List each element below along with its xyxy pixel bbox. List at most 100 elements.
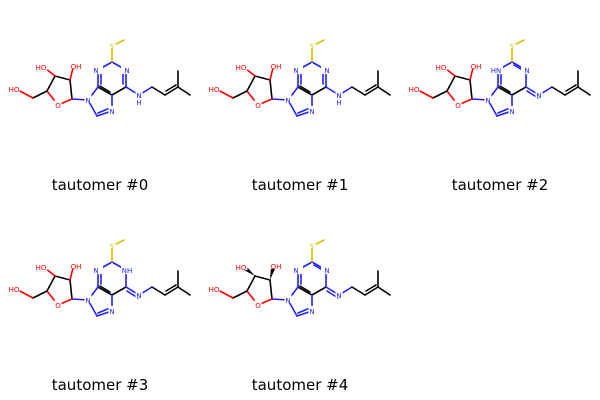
atom-label-s: S — [310, 243, 315, 251]
atom-label-background — [436, 62, 448, 70]
atom-label-background — [284, 95, 292, 103]
atom-label-n7: N — [309, 308, 314, 316]
atom-label-nh-h: H — [136, 99, 141, 107]
atom-label-oh-2: OH — [71, 63, 82, 71]
atom-label-background — [508, 41, 516, 49]
double-bond-c5-c4-inner — [299, 85, 311, 93]
atom-label-background — [284, 295, 292, 303]
atom-label-o-ring: O — [55, 102, 61, 110]
bond-ca-cb — [351, 86, 366, 96]
atom-label-oh-2: OH — [471, 63, 482, 71]
double-bond-c5-c4-inner — [99, 285, 111, 293]
bond-cc-ce — [177, 86, 191, 96]
atom-label-background — [8, 284, 20, 292]
atom-label-background — [454, 100, 462, 108]
bond-r5-o5 — [17, 89, 34, 99]
atom-label-n7: N — [109, 308, 114, 316]
tautomer-caption-2: tautomer #2 — [451, 176, 549, 194]
bond-r5-o5 — [217, 89, 234, 99]
atom-label-background — [36, 262, 48, 270]
atom-label-oh-3: HO — [36, 64, 47, 72]
atom-label-n1: N — [124, 67, 129, 75]
bond-r5-o5 — [417, 89, 434, 99]
atom-label-background — [535, 90, 543, 98]
atom-label-ho-5: HO — [209, 286, 220, 294]
atom-label-background — [469, 61, 481, 69]
bond-r5-o5 — [17, 289, 34, 299]
atom-label-background — [84, 95, 92, 103]
double-bond-c5-c4-inner — [299, 285, 311, 293]
double-bond-c5-c4-inner — [99, 85, 111, 93]
atom-label-n-exocyclic: N — [136, 292, 141, 300]
bond-r2-r3 — [454, 75, 471, 81]
bond-ca-cb — [151, 286, 166, 296]
atom-label-background — [291, 66, 303, 74]
atom-label-background — [121, 66, 131, 74]
atom-label-background — [8, 84, 20, 92]
atom-label-n3: N — [93, 67, 98, 75]
atom-label-background — [254, 300, 262, 308]
double-bond-n7-c8 — [97, 107, 111, 114]
bond-r2-oh — [269, 67, 274, 81]
atom-label-n9: N — [485, 97, 490, 105]
bond-r4-r5 — [32, 90, 48, 99]
atom-label-background — [321, 66, 331, 74]
atom-label-background — [484, 95, 492, 103]
atom-label-background — [291, 266, 303, 274]
atom-label-n-exocyclic: N — [336, 92, 341, 100]
atom-label-background — [84, 295, 92, 303]
bond-r3-r4 — [246, 75, 256, 92]
atom-label-n1: NH — [122, 267, 133, 275]
wedge-r2-oh — [270, 267, 276, 280]
double-bond-cb-cc — [365, 84, 377, 92]
double-bond-n7-c8 — [297, 307, 311, 314]
atom-label-background — [236, 262, 248, 270]
atom-label-background — [135, 290, 143, 298]
atom-label-oh-2: OH — [271, 63, 282, 71]
bond-r1-r2 — [269, 279, 273, 300]
atom-label-background — [208, 284, 220, 292]
tautomer-caption-1: tautomer #1 — [251, 176, 349, 194]
atom-label-background — [135, 90, 143, 98]
atom-label-background — [508, 106, 516, 114]
atom-label-background — [308, 41, 316, 49]
atom-label-background — [335, 90, 343, 98]
bond-cb-cc — [564, 86, 579, 96]
atom-label-n-exocyclic: N — [136, 92, 141, 100]
bond-r2-r3 — [254, 75, 271, 81]
atom-label-background — [91, 266, 103, 274]
bond-cb-cc — [164, 86, 179, 96]
atom-label-background — [254, 100, 262, 108]
double-bond-n7-c8 — [497, 107, 511, 114]
atom-label-background — [269, 261, 281, 269]
atom-label-s: S — [110, 243, 115, 251]
bond-r2-oh — [69, 67, 74, 81]
atom-label-n3: N — [293, 67, 298, 75]
atom-label-n1: N — [524, 67, 529, 75]
double-bond-cb-cc — [165, 284, 177, 292]
bond-r2-oh — [469, 67, 474, 81]
atom-label-n-exocyclic: N — [536, 92, 541, 100]
bond-r1-r2 — [469, 79, 473, 100]
double-bond-c5-c4-inner — [499, 85, 511, 93]
atom-label-background — [521, 66, 531, 74]
bond-c6-c5 — [311, 86, 327, 96]
atom-label-oh-3: HO — [236, 64, 247, 72]
atom-label-s: S — [310, 43, 315, 51]
atom-label-background — [36, 62, 48, 70]
atom-label-oh-3: HO — [36, 264, 47, 272]
atom-label-background — [236, 62, 248, 70]
bond-c6-c5 — [311, 286, 327, 296]
bond-cc-ce — [177, 286, 191, 296]
atom-label-oh-2: OH — [71, 263, 82, 271]
atom-label-o-ring: O — [255, 302, 261, 310]
atom-label-n9: N — [85, 297, 90, 305]
atom-label-background — [269, 61, 281, 69]
atom-label-n9: N — [85, 97, 90, 105]
